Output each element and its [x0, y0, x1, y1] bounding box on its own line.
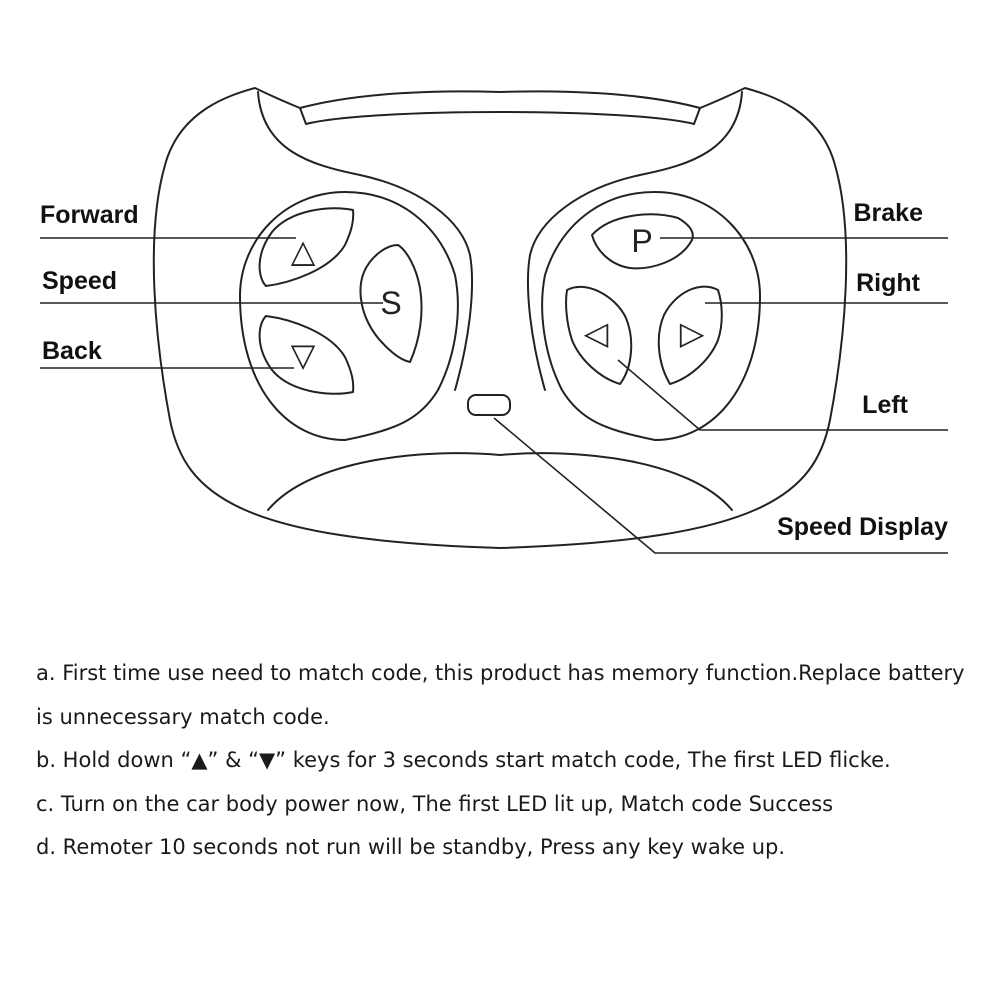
right-button-ring: [541, 191, 761, 441]
left-button-ring: [239, 191, 459, 441]
speed-label: Speed: [42, 267, 118, 295]
speed-display-led: [467, 394, 511, 416]
left-arrow-icon: ◁: [584, 315, 609, 351]
top-band-edge: [299, 107, 701, 125]
back-button[interactable]: [258, 315, 355, 395]
right-button[interactable]: [657, 285, 723, 385]
speed-s-icon: S: [380, 285, 401, 321]
bottom-band-curve: [267, 452, 733, 511]
instruction-item: c. Turn on the car body power now, The f…: [36, 791, 834, 816]
back-label: Back: [42, 337, 102, 365]
right-label: Right: [856, 269, 920, 297]
remote-control-diagram: △ S ▽ P ◁ ▷: [40, 87, 948, 554]
left-leader-line: [617, 359, 948, 431]
left-button[interactable]: [565, 285, 633, 385]
instruction-item: b. Hold down “▲” & “▼” keys for 3 second…: [36, 748, 891, 772]
right-arrow-icon: ▷: [680, 315, 705, 351]
speed-display-leader-line: [493, 417, 948, 554]
forward-arrow-icon: △: [291, 233, 316, 269]
brake-p-icon: P: [631, 223, 652, 259]
brake-button[interactable]: [591, 213, 694, 270]
forward-button[interactable]: [258, 207, 355, 287]
back-arrow-icon: ▽: [291, 337, 316, 373]
brake-label: Brake: [853, 199, 924, 227]
instruction-item: a. First time use need to match code, th…: [36, 661, 965, 729]
speed-display-label: Speed Display: [777, 513, 948, 541]
left-ear-curve: [257, 91, 474, 391]
instructions-list: a. First time use need to match code, th…: [36, 652, 986, 870]
remote-body-outline: [152, 87, 848, 549]
speed-button[interactable]: [359, 244, 423, 363]
left-label: Left: [862, 391, 908, 419]
right-ear-curve: [526, 91, 743, 391]
instruction-item: d. Remoter 10 seconds not run will be st…: [36, 835, 786, 859]
forward-label: Forward: [40, 201, 139, 229]
